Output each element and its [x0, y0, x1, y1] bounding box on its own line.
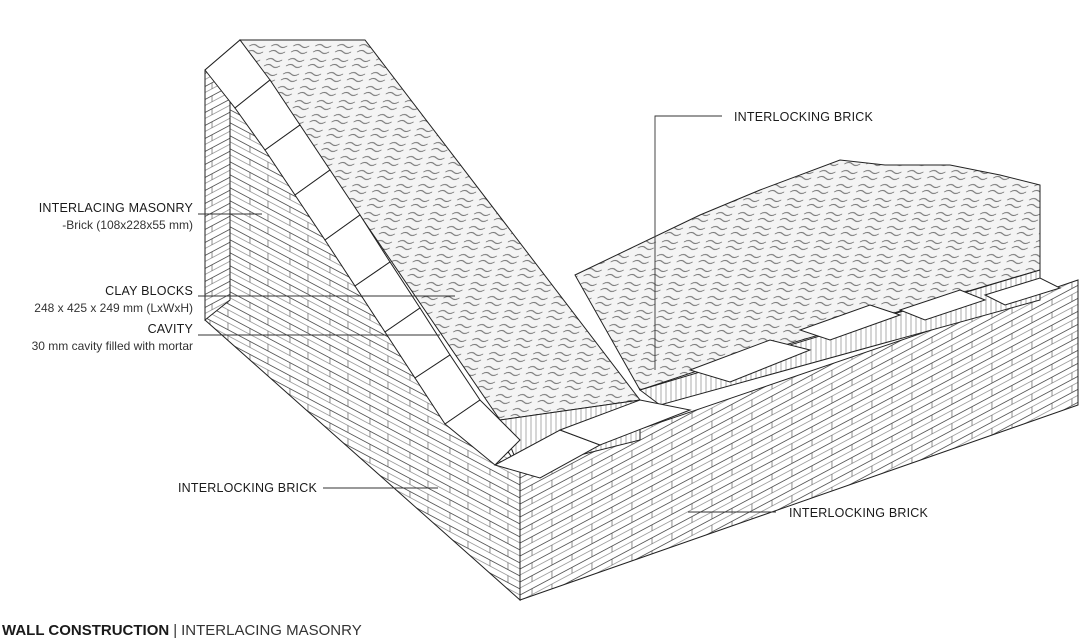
- leader-interlocking-top: [654, 115, 722, 370]
- figure-title-main: WALL CONSTRUCTION: [2, 622, 170, 639]
- figure-title-sub: INTERLACING MASONRY: [181, 622, 362, 639]
- label-interlocking-brick-right: INTERLOCKING BRICK: [789, 506, 929, 520]
- figure-title: WALL CONSTRUCTION|INTERLACING MASONRY: [2, 622, 362, 639]
- label-interlocking-brick-left: INTERLOCKING BRICK: [177, 481, 317, 495]
- label-cavity: CAVITY: [147, 322, 193, 336]
- label-interlacing-masonry: INTERLACING MASONRY: [38, 201, 193, 215]
- label-cavity-detail: 30 mm cavity filled with mortar: [31, 339, 193, 353]
- brick-cap-left: [204, 39, 521, 466]
- label-clay-blocks-detail: 248 x 425 x 249 mm (LxWxH): [34, 301, 193, 315]
- figure-title-separator: |: [173, 622, 178, 639]
- label-clay-blocks: CLAY BLOCKS: [105, 284, 193, 298]
- leader-lines: [198, 115, 776, 513]
- label-interlacing-masonry-detail: -Brick (108x228x55 mm): [62, 218, 193, 232]
- right-wing-wall: [519, 279, 1079, 601]
- label-interlocking-brick-top: INTERLOCKING BRICK: [734, 110, 874, 124]
- brick-cap-right: [493, 277, 1062, 479]
